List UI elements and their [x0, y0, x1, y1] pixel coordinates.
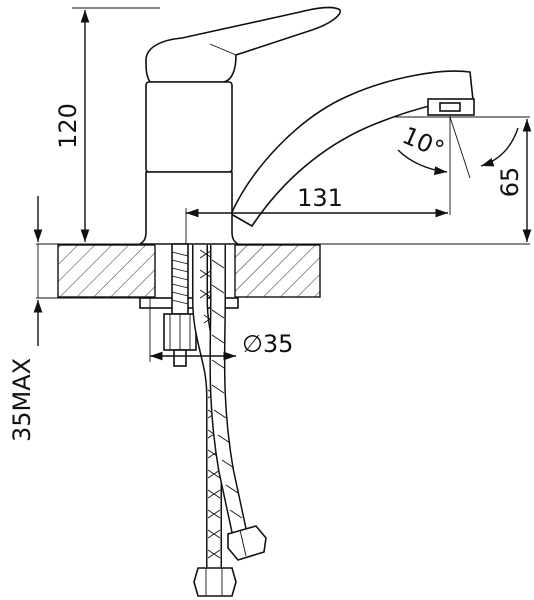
- dim-35-label: ∅35: [242, 330, 293, 358]
- dim-120-label: 120: [54, 103, 82, 149]
- spout: [229, 70, 474, 228]
- body-upper: [145, 81, 233, 173]
- dim-131-label: 131: [297, 184, 343, 212]
- faucet-body: [137, 6, 475, 245]
- dimension-spout-reach: 131: [185, 184, 448, 244]
- dimension-max-thickness: 35MAX: [8, 196, 43, 442]
- lever-handle: [145, 6, 341, 83]
- dim-65-label: 65: [496, 167, 524, 198]
- body-lower: [137, 171, 241, 245]
- extension-lines: [36, 7, 530, 299]
- dim-angle-label: 10°: [398, 121, 448, 164]
- aerator: [427, 98, 475, 116]
- dimension-hole-diameter: ∅35: [149, 298, 293, 362]
- dim-35max-label: 35MAX: [8, 358, 36, 442]
- dimension-angle: 10°: [397, 121, 519, 176]
- countertop: [57, 244, 321, 298]
- dimension-height-total: 120: [54, 10, 90, 242]
- flexible-hoses: [192, 245, 267, 597]
- dimension-spout-height: 65: [496, 119, 532, 242]
